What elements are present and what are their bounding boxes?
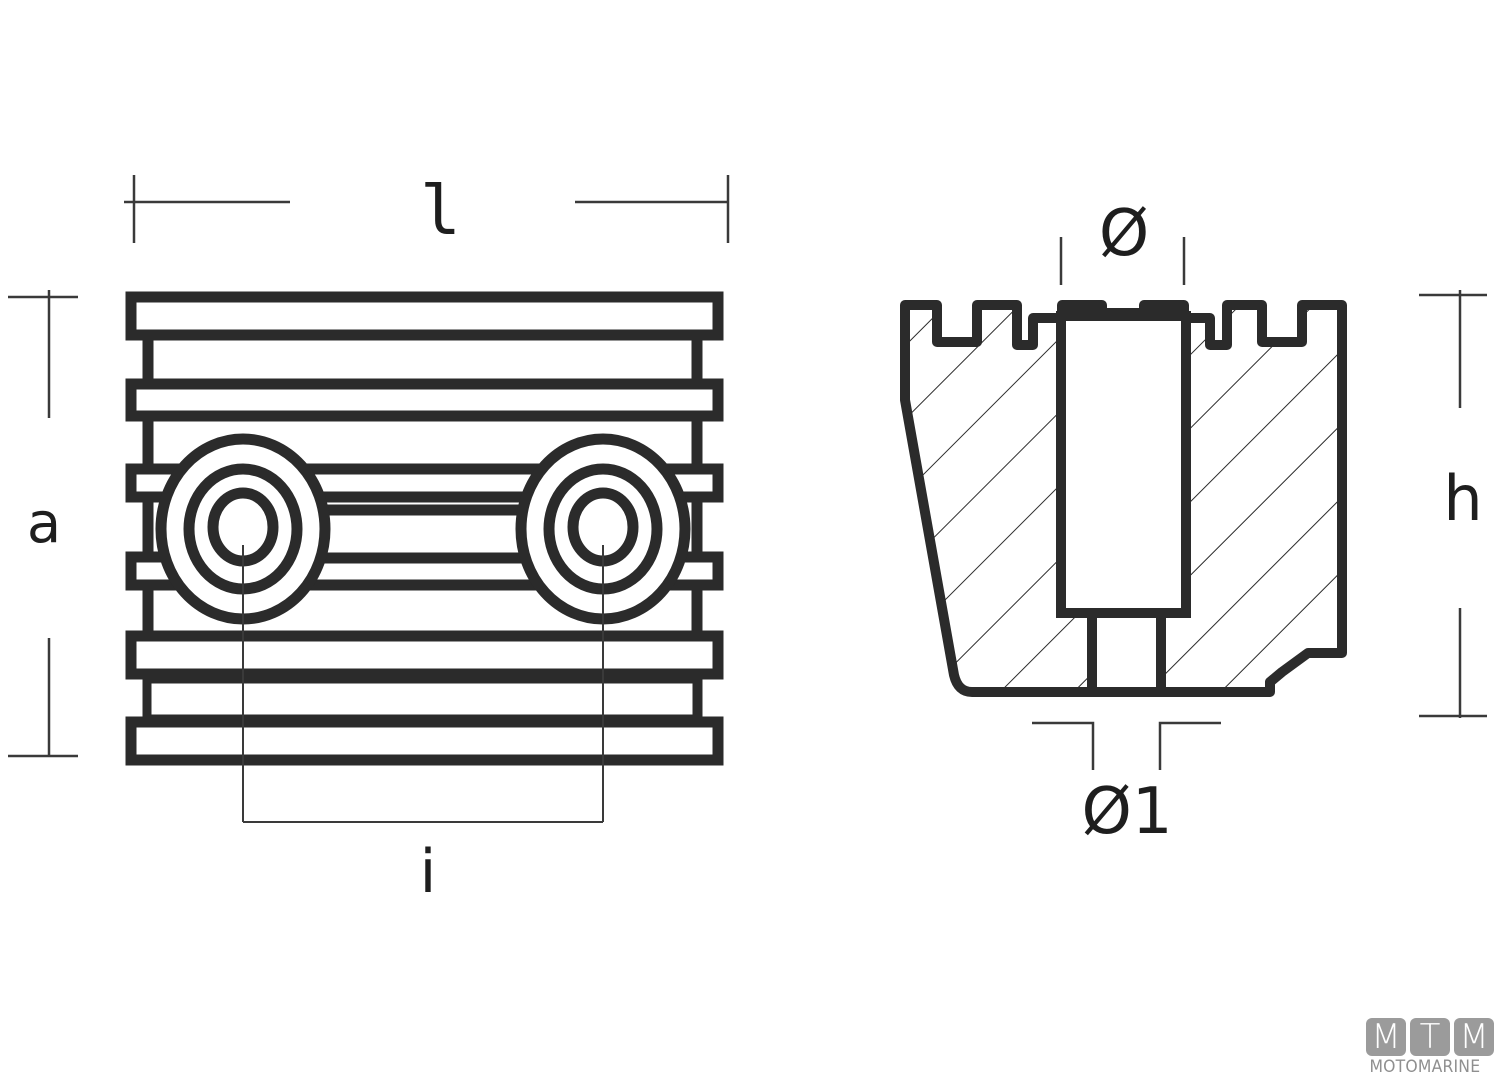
dimension-diameter-lines	[1059, 237, 1186, 285]
dimension-i-label: i	[419, 837, 437, 907]
right-boss	[515, 433, 691, 625]
front-view	[8, 175, 730, 823]
logo-letter-boxes: M T M	[1366, 1017, 1496, 1057]
logo-letter-t: T	[1410, 1017, 1450, 1057]
logo-letter-m1: M	[1366, 1017, 1406, 1057]
dimension-h-lines	[1419, 290, 1487, 718]
dimension-l-label: l	[420, 172, 461, 251]
fin-1	[125, 291, 724, 341]
fin-6	[125, 716, 724, 766]
dimension-diameter1-label: Ø1	[1081, 775, 1173, 849]
dimension-a-lines	[8, 290, 78, 758]
through-hole	[1087, 608, 1166, 697]
logo-letter-m2: M	[1454, 1017, 1494, 1057]
logo-wordmark: MOTOMARINE	[1369, 1057, 1481, 1077]
bore	[1056, 311, 1191, 618]
dimension-a-label: a	[26, 491, 62, 556]
lower-slot	[142, 674, 702, 724]
fin-2	[125, 378, 724, 422]
fins	[125, 291, 724, 766]
section-view	[900, 237, 1487, 770]
bore-top-tabs	[1063, 302, 1186, 316]
dimension-diameter-label: Ø	[1098, 197, 1150, 271]
fin-5	[125, 630, 724, 680]
dimension-diameter1-lines	[1032, 721, 1221, 770]
dimension-i-lines	[242, 545, 604, 823]
dimension-l-lines	[124, 175, 730, 243]
dimension-h-label: h	[1443, 462, 1483, 535]
motomarine-logo: M T M MOTOMARINE	[1366, 1017, 1496, 1077]
